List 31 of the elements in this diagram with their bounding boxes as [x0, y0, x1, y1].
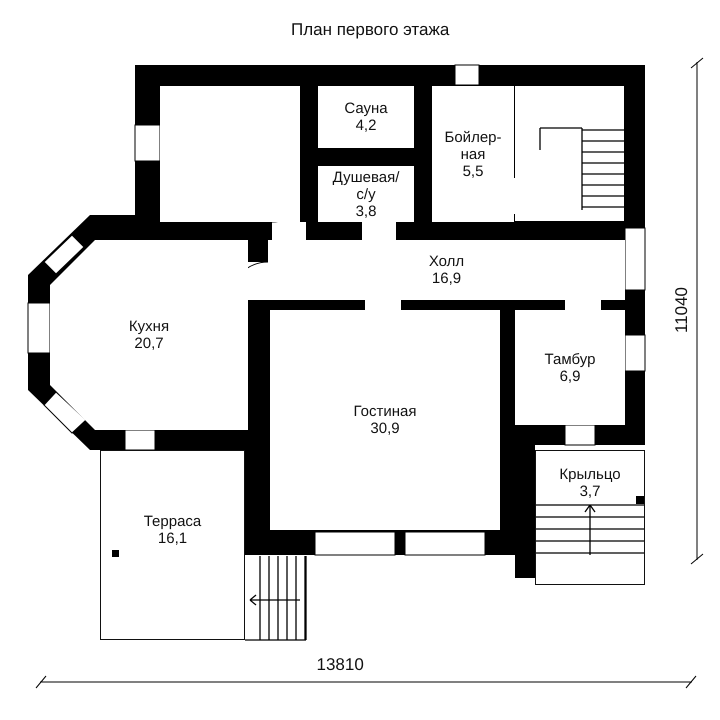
outdoor-area	[535, 450, 645, 585]
dimension-value: 11040	[672, 287, 692, 333]
room-name: Холл	[428, 253, 464, 270]
room-name: Душевая/ с/у	[332, 168, 400, 202]
room-area: 5,5	[462, 162, 484, 180]
room-name: Крыльцо	[559, 466, 621, 482]
outdoor-area	[100, 450, 245, 640]
room-area: 6,9	[560, 368, 580, 384]
room-floor	[318, 86, 414, 148]
room-area: 30,9	[370, 420, 400, 437]
room-floor	[268, 240, 625, 300]
room-area: 3,8	[356, 202, 376, 220]
room-name: Кухня	[128, 318, 170, 335]
room-name: Бойлер- ная	[444, 128, 502, 162]
room-floor	[515, 310, 625, 425]
room-area: 4,2	[356, 117, 376, 134]
room-floor	[432, 86, 514, 222]
room-name: Терраса	[144, 513, 202, 530]
room-area: 3,7	[580, 482, 600, 500]
room-name: Гостиная	[354, 403, 416, 420]
room-floor	[50, 240, 248, 430]
plan-title: План первого этажа	[291, 20, 450, 40]
room-floor	[160, 86, 300, 222]
room-floor	[318, 166, 414, 222]
room-area: 20,7	[134, 335, 164, 352]
room-floor	[270, 310, 500, 530]
room-area: 16,1	[158, 530, 188, 547]
room-name: Сауна	[344, 100, 388, 117]
room-name: Тамбур	[544, 350, 596, 368]
dimension-value: 13810	[316, 655, 364, 675]
room-area: 16,9	[432, 270, 462, 287]
